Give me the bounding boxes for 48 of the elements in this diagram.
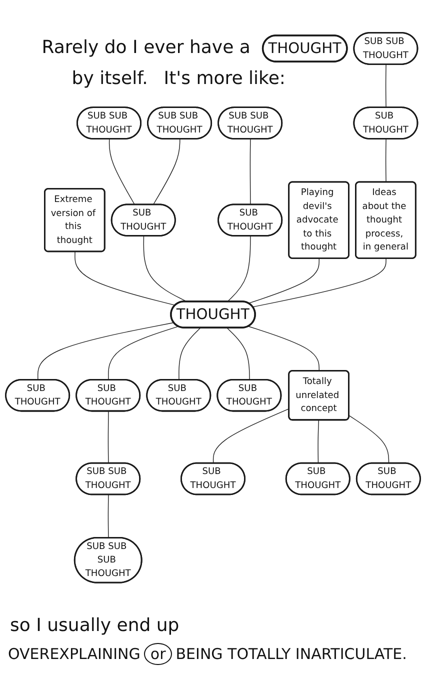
thought-bubble: SUB THOUGHT [110, 204, 176, 236]
connector-line [250, 138, 251, 206]
connector-line [108, 138, 136, 206]
note-text: OVEREXPLAINING [8, 644, 140, 665]
note-text: Rarely do I ever have a [42, 37, 250, 60]
connector-line [178, 328, 201, 380]
connector-line [108, 326, 179, 380]
thought-bubble: SUB SUB THOUGHT [218, 106, 283, 140]
connector-line [212, 408, 290, 464]
thought-bubble: Playing devil's advocate to this thought [288, 181, 350, 259]
thought-bubble: SUB SUB THOUGHT [76, 106, 142, 140]
thought-bubble: SUB THOUGHT [218, 204, 283, 236]
connector-line [74, 251, 176, 306]
connector-line [38, 322, 174, 380]
thought-bubble: SUB THOUGHT [76, 378, 141, 412]
note-text: so I usually end up [10, 615, 180, 637]
thought-bubble: THOUGHT [262, 34, 348, 62]
thought-bubble: THOUGHT [170, 300, 256, 328]
connector-line [318, 420, 320, 464]
connector-line [152, 138, 180, 206]
thought-bubble: SUB SUB THOUGHT [353, 32, 418, 65]
connector-line [252, 258, 386, 308]
thought-bubble: SUB SUB THOUGHT [76, 462, 141, 496]
thought-bubble: Ideas about the thought process, in general [355, 181, 416, 259]
circled-word: or [144, 642, 172, 665]
note-text: by itself. [72, 68, 148, 90]
note-text: BEING TOTALLY INARTICULATE. [176, 644, 407, 665]
thought-bubble: SUB THOUGHT [353, 106, 418, 140]
connector-line [108, 494, 109, 538]
connector-line [348, 415, 390, 464]
thought-bubble: Extreme version of this thought [44, 188, 106, 252]
thought-bubble: SUB SUB THOUGHT [147, 106, 212, 140]
connector-line [226, 328, 250, 380]
connector-line [385, 64, 386, 108]
connector-line [226, 236, 251, 302]
connector-line [248, 326, 320, 372]
thought-bubble: SUB THOUGHT [216, 378, 282, 412]
thought-bubble: SUB THOUGHT [180, 462, 246, 496]
connector-line [108, 411, 109, 464]
thought-bubble: SUB THOUGHT [146, 378, 212, 412]
thought-bubble: SUB SUB SUB THOUGHT [74, 536, 142, 584]
connector-line [385, 138, 386, 183]
thought-bubble: SUB THOUGHT [356, 462, 421, 496]
thought-bubble: SUB THOUGHT [285, 462, 350, 496]
thought-bubble: Totally unrelated concept [288, 370, 350, 421]
thought-bubble: SUB THOUGHT [5, 378, 70, 412]
connector-line [143, 236, 188, 302]
connector-line [248, 258, 320, 304]
